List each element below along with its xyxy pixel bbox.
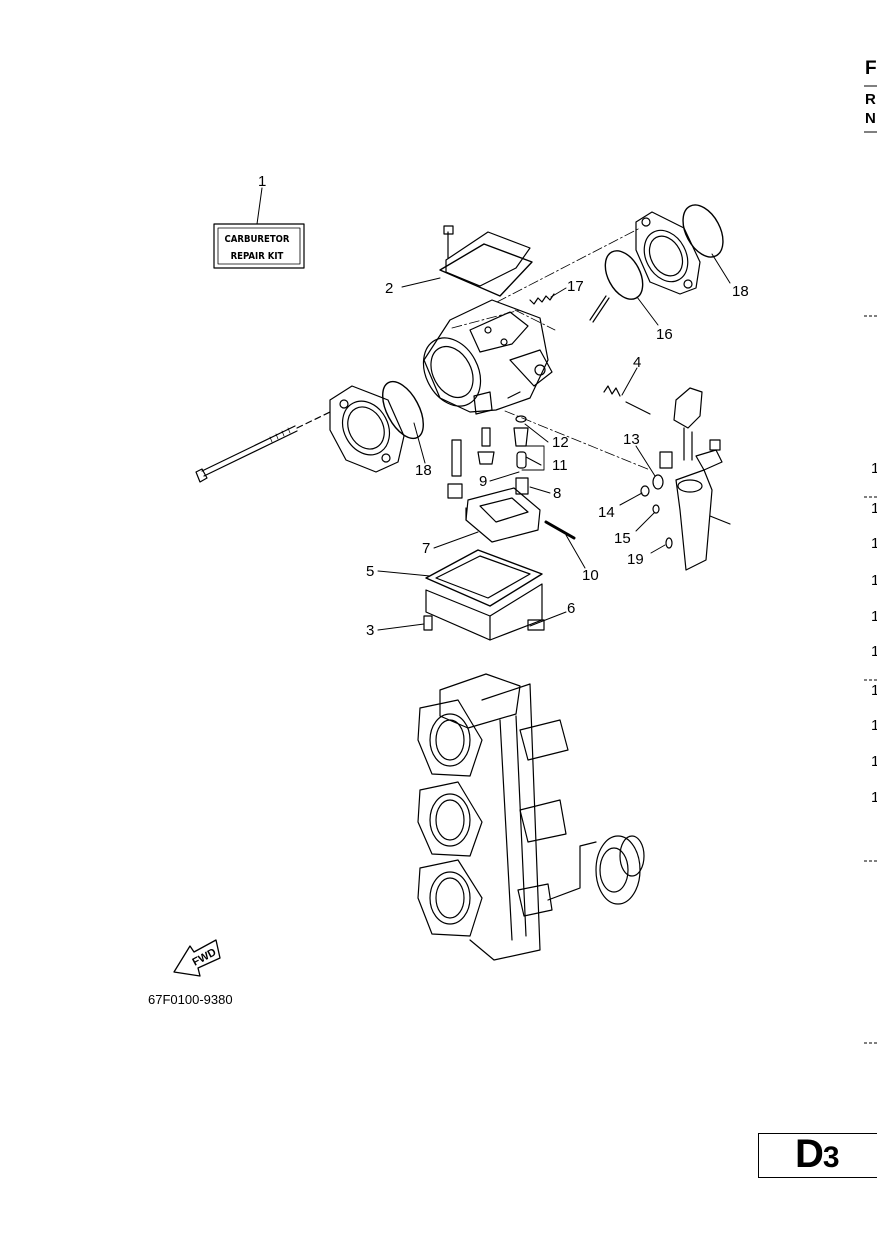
intake-flange-left — [329, 385, 405, 473]
kit-label-line2: REPAIR KIT — [231, 251, 284, 262]
repair-kit-label — [213, 223, 305, 269]
callout-label: 11 — [552, 457, 568, 474]
carburetor-body — [422, 299, 553, 415]
page-code: D3 — [795, 1132, 840, 1177]
callout-label: 14 — [598, 504, 615, 521]
callout-label: 6 — [567, 600, 575, 617]
edge-number: 1 — [871, 717, 877, 734]
leader-lines — [256, 187, 731, 631]
edge-number: 1 — [871, 535, 877, 552]
intake-flange-right — [635, 211, 701, 295]
callout-label: 18 — [732, 283, 749, 300]
o-ring-13 — [652, 474, 664, 490]
spring-17 — [529, 293, 555, 305]
spring-4 — [603, 385, 621, 397]
callout-label: 10 — [582, 567, 599, 584]
float-bowl — [423, 549, 545, 641]
callout-label: 7 — [422, 540, 430, 557]
callout-label: 9 — [479, 473, 487, 490]
edge-number: 1 — [871, 460, 877, 477]
edge-letter: F — [865, 58, 877, 79]
o-ring-15 — [652, 504, 660, 514]
edge-number: 1 — [871, 572, 877, 589]
jets — [447, 415, 545, 499]
callout-label: 17 — [567, 278, 584, 295]
top-cover — [439, 225, 533, 297]
long-bolt — [195, 411, 331, 483]
page-code-letter: D — [795, 1132, 824, 1176]
enrichener-assembly — [659, 387, 731, 571]
edge-number: 1 — [871, 500, 877, 517]
callout-label: 19 — [627, 551, 644, 568]
carburetor-assembly — [417, 673, 645, 961]
callout-numbers: 1 2 3 4 5 6 7 8 9 10 11 12 13 14 15 16 1… — [258, 173, 749, 639]
callout-label: 4 — [633, 354, 641, 371]
o-ring-19 — [665, 537, 673, 549]
page-code-box: D3 — [758, 1132, 877, 1178]
callout-label: 5 — [366, 563, 374, 580]
float — [465, 487, 541, 543]
right-edge-rules — [864, 85, 877, 1044]
adjust-screw — [625, 401, 651, 415]
fwd-arrow-icon — [173, 939, 221, 977]
callout-label: 18 — [415, 462, 432, 479]
edge-letter: N — [865, 110, 876, 127]
callout-label: 12 — [552, 434, 569, 451]
callout-label: 1 — [258, 173, 266, 190]
callout-label: 13 — [623, 431, 640, 448]
callout-label: 2 — [385, 280, 393, 297]
o-ring-18-left — [382, 380, 424, 440]
float-pin — [544, 520, 576, 540]
edge-number: 1 — [871, 789, 877, 806]
edge-number: 1 — [871, 682, 877, 699]
o-ring-18-right — [682, 204, 724, 258]
edge-letter: R — [865, 91, 876, 108]
callout-label: 16 — [656, 326, 673, 343]
edge-number: 1 — [871, 643, 877, 660]
callout-label: 3 — [366, 622, 374, 639]
kit-label-line1: CARBURETOR — [224, 234, 289, 245]
edge-number: 1 — [871, 753, 877, 770]
part-code: 67F0100-9380 — [148, 992, 233, 1007]
callout-label: 15 — [614, 530, 631, 547]
kit-label-text: CARBURETOR REPAIR KIT — [224, 234, 289, 262]
callout-label: 8 — [553, 485, 561, 502]
o-ring-16 — [604, 250, 644, 300]
page-code-number: 3 — [822, 1141, 840, 1174]
edge-number: 1 — [871, 608, 877, 625]
screw — [589, 295, 610, 323]
o-ring-14 — [640, 485, 650, 497]
